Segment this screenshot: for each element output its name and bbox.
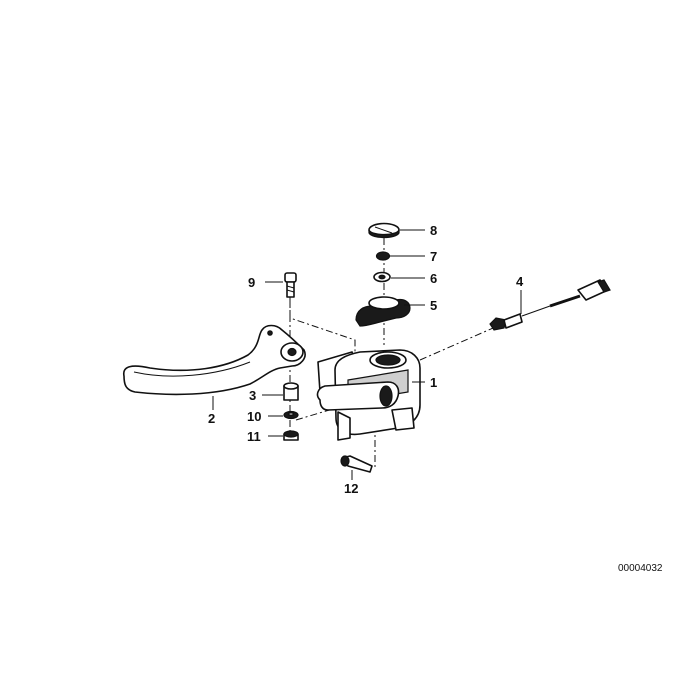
callout-12: 12	[344, 481, 358, 496]
callout-1: 1	[430, 375, 437, 390]
filler-cap-part-8	[368, 222, 400, 239]
callout-10: 10	[247, 409, 261, 424]
switch-cable-part-4	[489, 279, 611, 331]
callout-8: 8	[430, 223, 437, 238]
screw-part-12	[340, 455, 373, 473]
seal-part-7	[375, 251, 391, 261]
lever-part	[123, 324, 306, 396]
pivot-bolt-part-9	[284, 272, 297, 298]
callout-9: 9	[248, 275, 255, 290]
callout-5: 5	[430, 298, 437, 313]
callout-11: 11	[247, 429, 261, 444]
bushing-part-3	[283, 382, 299, 401]
callout-4: 4	[516, 274, 524, 289]
leader-lines	[212, 229, 522, 480]
document-number: 00004032	[618, 563, 663, 574]
nut-part-11	[283, 430, 299, 441]
callout-3: 3	[249, 388, 256, 403]
callout-6: 6	[430, 271, 437, 286]
cover-part	[355, 296, 411, 327]
washer-hole-10	[287, 411, 295, 417]
washer-hole	[378, 274, 386, 280]
housing-part	[316, 349, 421, 441]
callout-2: 2	[208, 411, 215, 426]
callout-7: 7	[430, 249, 437, 264]
